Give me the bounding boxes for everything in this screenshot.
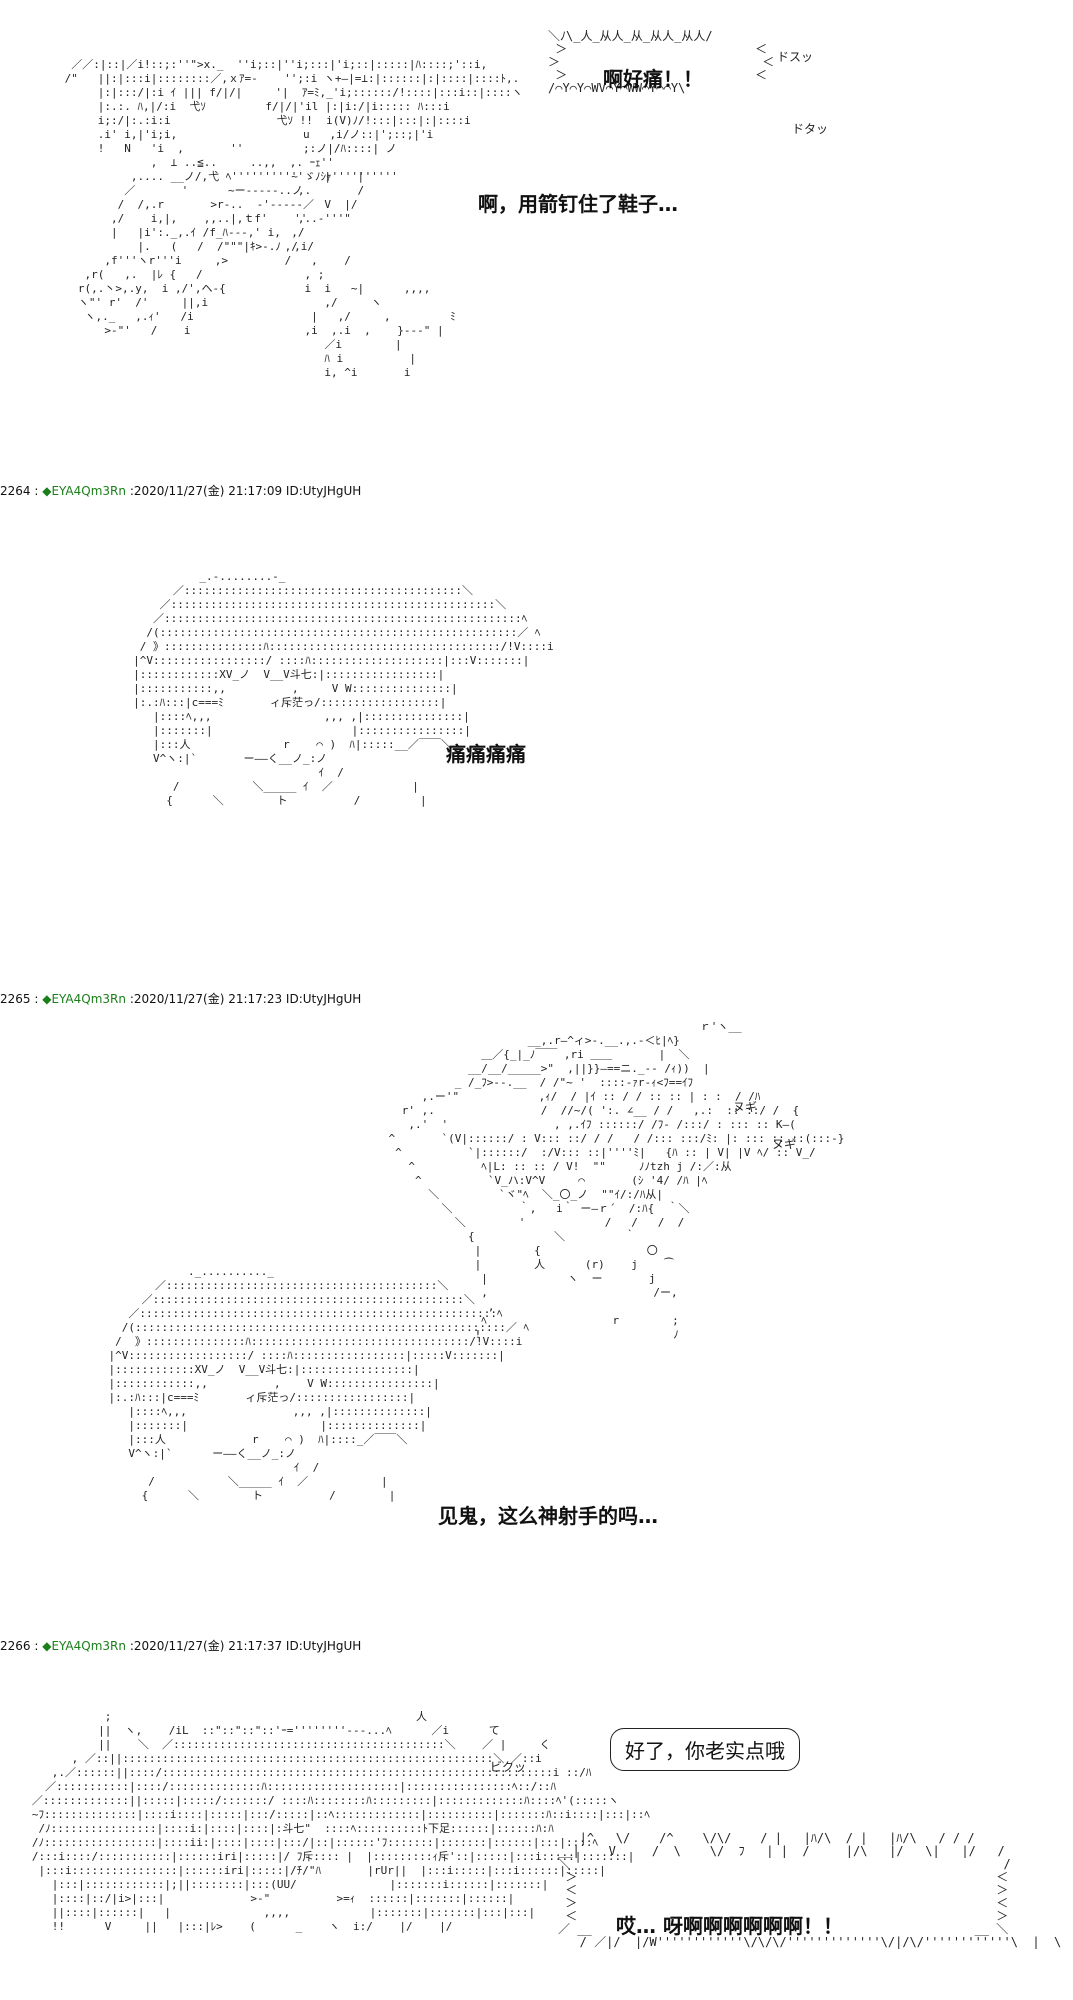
sfx-nugi-1: ヌギ	[733, 1100, 758, 1114]
post-datetime: :2020/11/27(金) 21:17:37	[129, 1639, 283, 1653]
post-header-2265: 2265 : ◆EYA4Qm3Rn :2020/11/27(金) 21:17:2…	[0, 992, 362, 1006]
post-id: ID:UtyJHgUH	[285, 992, 362, 1006]
post-number: 2266	[0, 1639, 31, 1653]
shout-bubble-2-border: |^ \/ /^ \/\/ / | |ﾊ/\ / | |ﾊ/\ / / / __…	[558, 1831, 1062, 1949]
post-header-2264: 2264 : ◆EYA4Qm3Rn :2020/11/27(金) 21:17:0…	[0, 484, 362, 498]
ascii-art-character-1-right: ~ | | ,. / V |/ ,..-'''" ,/ ,/ / , / , ;…	[284, 170, 456, 379]
post-number: 2265	[0, 992, 31, 1006]
post-trip[interactable]: ◆EYA4Qm3Rn	[42, 1639, 126, 1653]
sfx-dota: ドタッ	[792, 122, 829, 136]
post-trip[interactable]: ◆EYA4Qm3Rn	[42, 992, 126, 1006]
shout-bubble-1-text: 啊好痛！！	[603, 67, 703, 91]
caption-panel-2: 痛痛痛痛	[446, 742, 526, 766]
post-trip[interactable]: ◆EYA4Qm3Rn	[42, 484, 126, 498]
shout-bubble-2: |^ \/ /^ \/\/ / | |ﾊ/\ / | |ﾊ/\ / / / __…	[558, 1832, 1061, 1997]
caption-panel-3: 见鬼，这么神射手的吗…	[438, 1504, 658, 1528]
sfx-bikuu: ビクッ	[490, 1760, 527, 1774]
sfx-nugi-2: ヌギ	[772, 1137, 797, 1151]
post-id: ID:UtyJHgUH	[285, 484, 362, 498]
ascii-art-character-2: _.-........-_ ／:::::::::::::::::::::::::…	[133, 570, 554, 807]
speech-bubble-panel-4: 好了，你老实点哦	[610, 1728, 800, 1771]
shout-bubble-2-text: 哎… 呀啊啊啊啊啊啊！！	[616, 1914, 843, 1938]
ascii-art-character-3-back: ｒ'ヽ__ __,.r—^ィ>-.__.,.-＜ﾋ|ﾍ} ＿／{_|_ﾉ￣￣ ,…	[388, 1020, 845, 1341]
ascii-art-character-3-front: ._.........._ ／:::::::::::::::::::::::::…	[108, 1265, 529, 1502]
ascii-art-character-4: ; 人 || ヽ, /iL ::"::"::"::'ｰ=''''''''---.…	[31, 1710, 650, 1933]
post-number: 2264	[0, 484, 31, 498]
post-datetime: :2020/11/27(金) 21:17:09	[129, 484, 283, 498]
ascii-art-character-1: ／／:|::|／i!::;:''">x._ ''i;::|''i;:::|'i;…	[64, 58, 523, 337]
speech-bubble-text: 好了，你老实点哦	[625, 1739, 785, 1763]
caption-panel-1: 啊，用箭钉住了鞋子…	[478, 192, 678, 216]
post-id: ID:UtyJHgUH	[285, 1639, 362, 1653]
post-header-2266: 2266 : ◆EYA4Qm3Rn :2020/11/27(金) 21:17:3…	[0, 1639, 362, 1653]
sfx-dosu: ドスッ	[777, 50, 814, 64]
shout-bubble-1-border: ＼ﾉ\_人_从人_从_从人_从人/ ＞ ＜ ＞ ＜ ＞ ＜ /⌒Y⌒Y⌒WV⌒Y…	[548, 29, 775, 95]
shout-bubble-1: ＼ﾉ\_人_从人_从_从人_从人/ ＞ ＜ ＞ ＜ ＞ ＜ /⌒Y⌒Y⌒WV⌒Y…	[548, 30, 774, 130]
post-datetime: :2020/11/27(金) 21:17:23	[129, 992, 283, 1006]
